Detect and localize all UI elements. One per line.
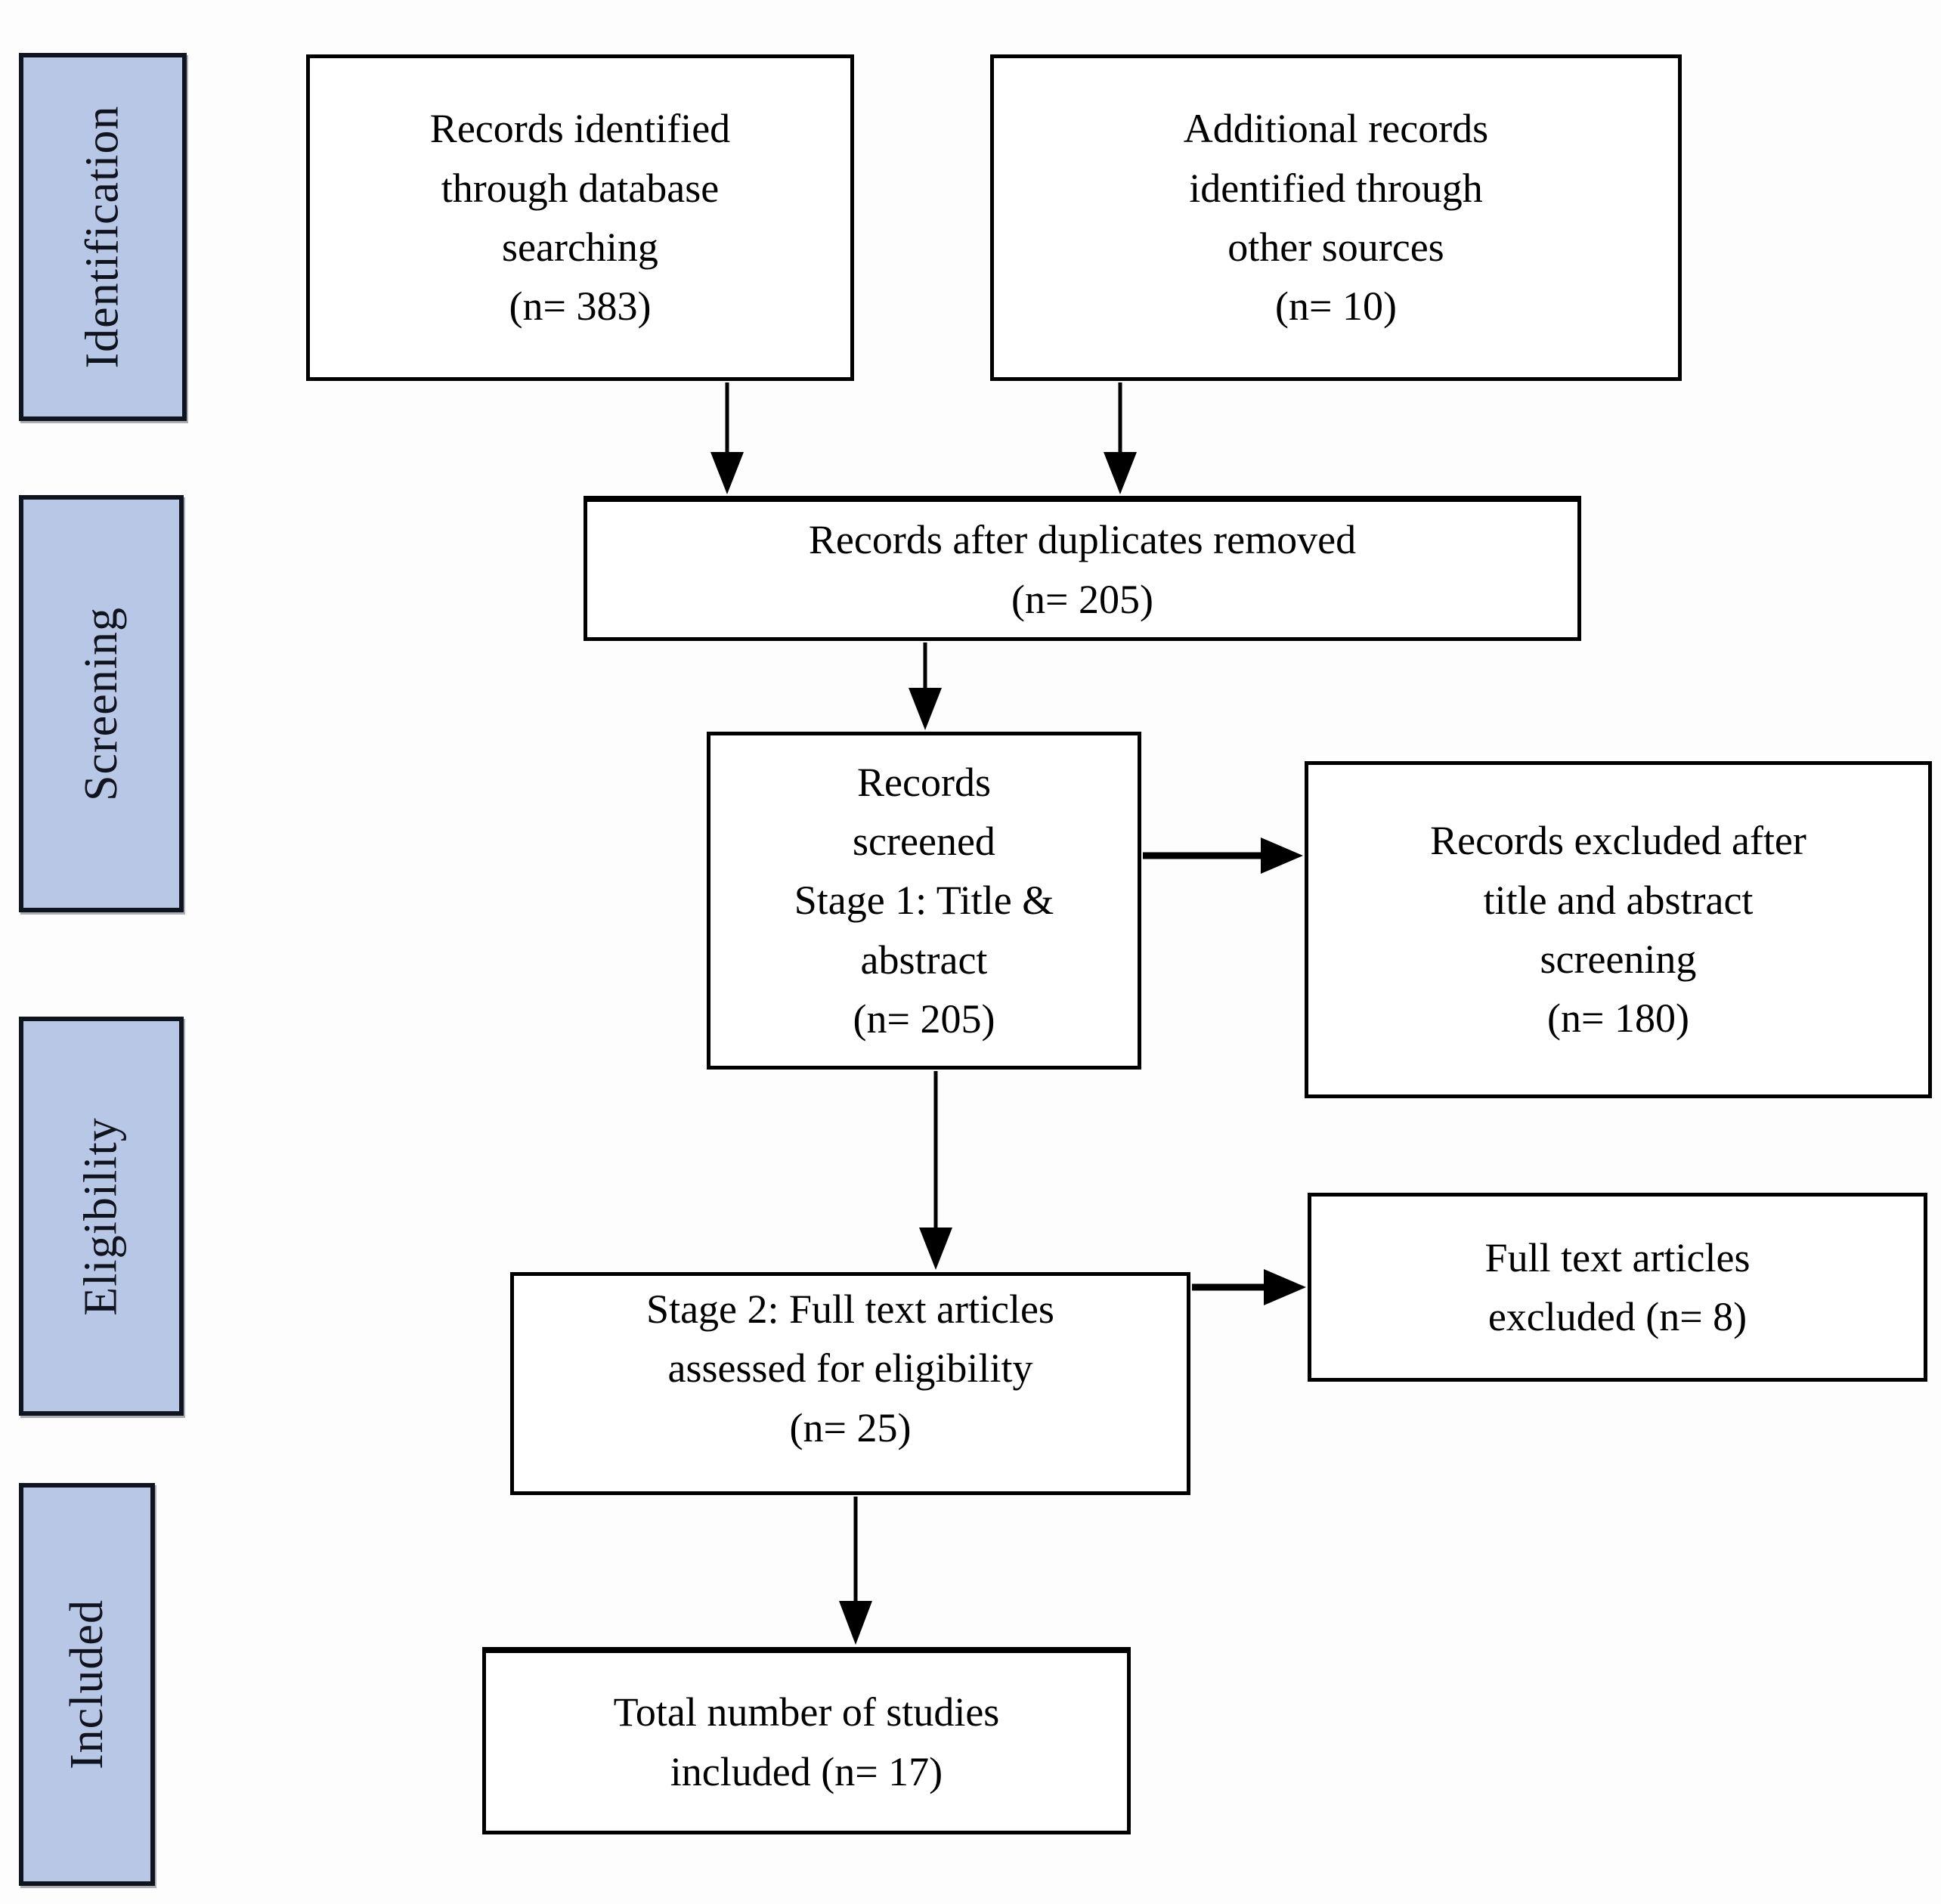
stage-label-identification: Identification — [76, 105, 128, 369]
box-records-identified-text: Records identified through database sear… — [429, 106, 731, 330]
box-duplicates-removed: Records after duplicates removed (n= 205… — [584, 496, 1581, 641]
stage-label-included: Included — [60, 1599, 113, 1769]
box-duplicates-removed-text: Records after duplicates removed (n= 205… — [808, 517, 1357, 622]
box-excluded-title-abstract-text: Records excluded after title and abstrac… — [1430, 818, 1806, 1042]
arrow-additional-to-duplicates — [1104, 382, 1137, 494]
stage-bar-screening: Screening — [19, 495, 184, 912]
box-total-included-text: Total number of studies included (n= 17) — [613, 1689, 1000, 1794]
arrow-screened-to-excluded — [1143, 837, 1303, 874]
box-fulltext-assessed-text: Stage 2: Full text articles assessed for… — [646, 1286, 1054, 1450]
box-fulltext-assessed: Stage 2: Full text articles assessed for… — [510, 1272, 1190, 1495]
box-additional-records-text: Additional records identified through ot… — [1183, 106, 1489, 330]
stage-label-screening: Screening — [75, 606, 127, 801]
arrow-identified-to-duplicates — [710, 382, 744, 494]
box-excluded-title-abstract: Records excluded after title and abstrac… — [1305, 761, 1932, 1098]
box-records-identified: Records identified through database sear… — [306, 54, 854, 381]
box-records-screened-text: Records screened Stage 1: Title & abstra… — [794, 759, 1054, 1042]
box-total-included: Total number of studies included (n= 17) — [482, 1647, 1131, 1834]
stage-label-eligibility: Eligibility — [75, 1116, 127, 1316]
arrow-stage2-to-fulltext-excluded — [1192, 1269, 1306, 1305]
stage-bar-included: Included — [19, 1483, 155, 1886]
box-additional-records: Additional records identified through ot… — [990, 54, 1682, 381]
stage-bar-eligibility: Eligibility — [19, 1017, 184, 1416]
box-records-screened: Records screened Stage 1: Title & abstra… — [707, 732, 1141, 1070]
box-fulltext-excluded-text: Full text articles excluded (n= 8) — [1484, 1234, 1751, 1339]
arrow-stage2-to-total — [839, 1497, 872, 1645]
arrow-duplicates-to-screened — [909, 642, 942, 730]
arrow-screened-to-stage2 — [919, 1071, 952, 1270]
stage-bar-identification: Identification — [19, 53, 187, 421]
box-fulltext-excluded: Full text articles excluded (n= 8) — [1308, 1193, 1927, 1382]
